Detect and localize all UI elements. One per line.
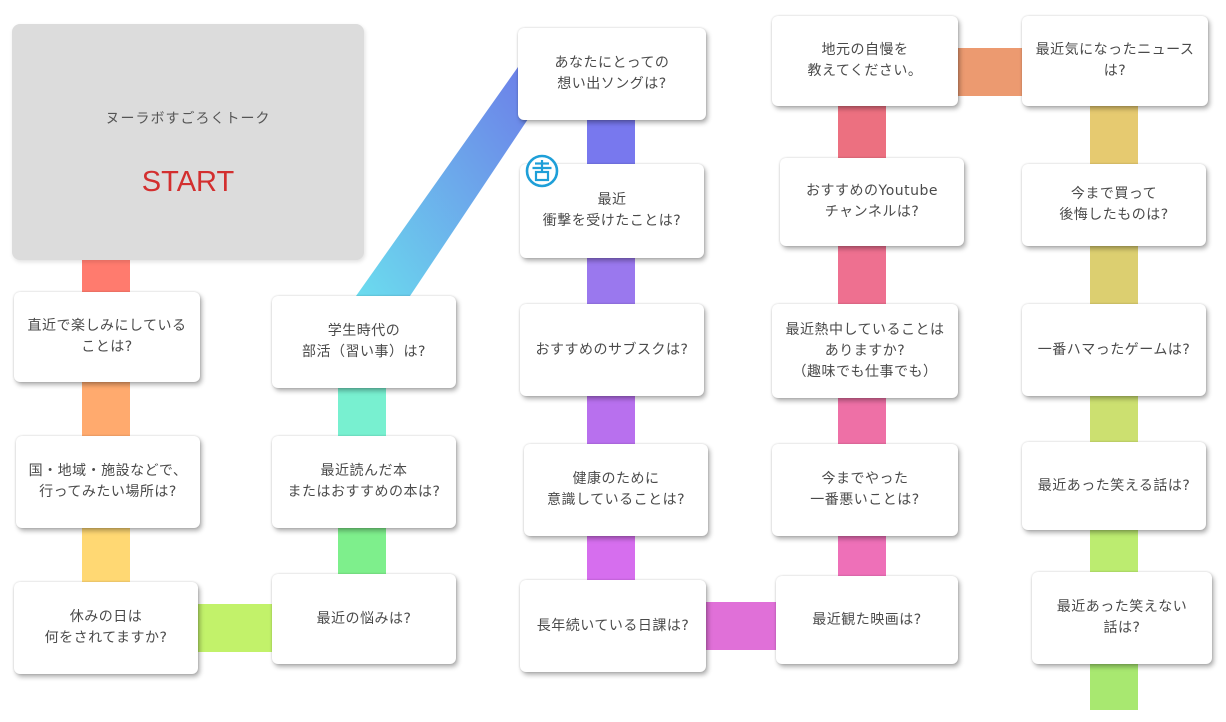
path-c4a-c5a — [958, 48, 1024, 96]
square-c4c[interactable]: 最近熱中していることは ありますか? （趣味でも仕事でも） — [772, 304, 958, 398]
square-text: 最近 衝撃を受けたことは? — [542, 192, 682, 229]
square-c3b[interactable]: 最近 衝撃を受けたことは? — [520, 164, 704, 258]
path-c4c-c4b — [838, 246, 886, 304]
path-c5c-c5d — [1090, 396, 1138, 442]
square-text: 最近あった笑える話は? — [1037, 477, 1191, 494]
path-c1c-c2c — [198, 604, 272, 652]
square-text: 最近読んだ本 またはおすすめの本は? — [287, 463, 441, 500]
path-c3d-c3e — [587, 536, 635, 580]
square-text: 学生時代の 部活（習い事）は? — [302, 323, 426, 360]
path-c3a-c3b — [587, 120, 635, 164]
path-c3e-c4e — [706, 602, 776, 650]
path-c3c-c3d — [587, 396, 635, 444]
path-c2b-c2a — [338, 388, 386, 436]
square-c5d[interactable]: 最近あった笑える話は? — [1022, 442, 1206, 530]
square-c4d[interactable]: 今までやった 一番悪いことは? — [772, 444, 958, 536]
game-title: ヌーラボすごろくトーク — [105, 111, 271, 127]
square-c3d[interactable]: 健康のために 意識していることは? — [524, 444, 708, 536]
path-c5b-c5c — [1090, 246, 1138, 304]
square-text: 直近で楽しみにしている ことは? — [27, 318, 187, 355]
square-text: 休みの日は 何をされてますか? — [44, 609, 168, 646]
square-c4e[interactable]: 最近観た映画は? — [776, 576, 958, 664]
square-text: 長年続いている日課は? — [536, 617, 690, 634]
square-text: 地元の自慢を 教えてください。 — [807, 42, 923, 79]
path-c4e-c4d — [838, 536, 886, 576]
square-text: おすすめのサブスクは? — [535, 341, 689, 358]
square-text: 最近の悩みは? — [316, 610, 412, 627]
kichi-seal-icon — [525, 154, 559, 188]
path-c5a-c5b — [1090, 106, 1138, 164]
square-text: 一番ハマったゲームは? — [1037, 341, 1191, 358]
start-square[interactable]: ヌーラボすごろくトーク START — [12, 24, 364, 260]
square-text: 今まで買って 後悔したものは? — [1059, 186, 1169, 223]
square-text: あなたにとっての 想い出ソングは? — [554, 55, 670, 92]
path-start-c1a — [82, 258, 130, 292]
square-text: 今までやった 一番悪いことは? — [810, 471, 920, 508]
path-c4d-c4c — [838, 398, 886, 444]
path-c2c-c2b — [338, 528, 386, 574]
path-c1a-c1b — [82, 382, 130, 436]
path-c3b-c3c — [587, 258, 635, 304]
square-c5b[interactable]: 今まで買って 後悔したものは? — [1022, 164, 1206, 246]
square-text: 国・地域・施設などで、 行ってみたい場所は? — [28, 463, 188, 500]
square-c4b[interactable]: おすすめのYoutube チャンネルは? — [780, 158, 964, 246]
square-c5a[interactable]: 最近気になったニュース は? — [1022, 16, 1208, 106]
square-c2a[interactable]: 学生時代の 部活（習い事）は? — [272, 296, 456, 388]
start-label: START — [141, 166, 235, 198]
path-c4b-c4a — [838, 106, 886, 158]
square-c4a[interactable]: 地元の自慢を 教えてください。 — [772, 16, 958, 106]
square-text: 最近あった笑えない 話は? — [1056, 599, 1188, 636]
square-text: 最近気になったニュース は? — [1035, 42, 1195, 79]
square-c5e[interactable]: 最近あった笑えない 話は? — [1032, 572, 1212, 664]
square-c1a[interactable]: 直近で楽しみにしている ことは? — [14, 292, 200, 382]
square-c1c[interactable]: 休みの日は 何をされてますか? — [14, 582, 198, 674]
square-c5c[interactable]: 一番ハマったゲームは? — [1022, 304, 1206, 396]
square-c1b[interactable]: 国・地域・施設などで、 行ってみたい場所は? — [16, 436, 200, 528]
square-c2c[interactable]: 最近の悩みは? — [272, 574, 456, 664]
square-c2b[interactable]: 最近読んだ本 またはおすすめの本は? — [272, 436, 456, 528]
square-text: 健康のために 意識していることは? — [546, 471, 685, 508]
square-text: おすすめのYoutube チャンネルは? — [806, 183, 938, 220]
square-text: 最近観た映画は? — [812, 611, 922, 628]
square-c3e[interactable]: 長年続いている日課は? — [520, 580, 706, 672]
path-c5d-c5e — [1090, 530, 1138, 572]
path-c1b-c1c — [82, 528, 130, 582]
path-c5e-end — [1090, 664, 1138, 710]
square-c3a[interactable]: あなたにとっての 想い出ソングは? — [518, 28, 706, 120]
square-text: 最近熱中していることは ありますか? （趣味でも仕事でも） — [785, 321, 945, 380]
square-c3c[interactable]: おすすめのサブスクは? — [520, 304, 704, 396]
